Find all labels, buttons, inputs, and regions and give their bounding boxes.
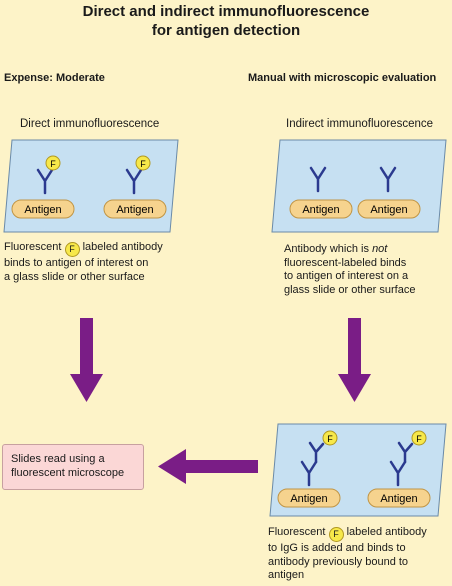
secondary-caption-l2: to IgG is added and binds to xyxy=(268,542,406,554)
indirect-caption: Antibody which is not fluorescent-labele… xyxy=(284,243,450,297)
secondary-primary-antibody-2 xyxy=(389,441,414,487)
antigen-label: Antigen xyxy=(290,493,327,505)
indirect-label: Indirect immunofluorescence xyxy=(286,118,434,130)
direct-antigen-2: Antigen xyxy=(103,199,167,219)
direct-antigen-1: Antigen xyxy=(11,199,75,219)
antigen-label: Antigen xyxy=(370,204,407,216)
secondary-antigen-1: Antigen xyxy=(277,488,341,508)
title-line-2: for antigen detection xyxy=(151,22,301,39)
direct-fluor-2: F xyxy=(135,155,151,171)
indirect-caption-l2: fluorescent-labeled binds xyxy=(284,256,407,269)
indirect-antibody-2 xyxy=(379,166,397,193)
fluor-label: F xyxy=(50,159,56,169)
fluor-label: F xyxy=(140,159,146,169)
fluor-badge-icon: F xyxy=(64,242,80,257)
secondary-fluor-1: F xyxy=(322,430,338,446)
arrow-down-left xyxy=(70,318,103,402)
indirect-antigen-1: Antigen xyxy=(289,199,353,219)
direct-fluor-1: F xyxy=(45,155,61,171)
indirect-caption-l1: Antibody which is xyxy=(284,243,369,255)
diagram-title: Direct and indirect immunofluorescence f… xyxy=(0,2,452,40)
arrow-down-right xyxy=(338,318,371,402)
direct-caption-l3: a glass slide or other surface xyxy=(4,270,145,283)
result-line-2: fluorescent microscope xyxy=(11,467,125,479)
direct-caption-l2: binds to antigen of interest on xyxy=(4,257,149,269)
arrow-left xyxy=(158,449,258,484)
evaluation-header: Manual with microscopic evaluation xyxy=(248,72,437,84)
fluor-label: F xyxy=(416,434,422,444)
result-line-1: Slides read using a xyxy=(11,453,105,465)
indirect-antibody-1 xyxy=(309,166,327,193)
indirect-caption-not: not xyxy=(372,243,388,255)
secondary-primary-antibody-1 xyxy=(300,441,325,487)
secondary-antigen-2: Antigen xyxy=(367,488,431,508)
direct-caption-post: labeled antibody xyxy=(82,241,163,253)
title-line-1: Direct and indirect immunofluorescence xyxy=(82,3,370,20)
secondary-caption: Fluorescent F labeled antibody to IgG is… xyxy=(268,526,450,583)
indirect-caption-l3: to antigen of interest on a xyxy=(284,270,409,282)
secondary-caption-l4: antigen xyxy=(268,569,305,581)
direct-antibody-1 xyxy=(36,168,54,195)
indirect-caption-l4: glass slide or other surface xyxy=(284,283,416,296)
expense-header: Expense: Moderate xyxy=(4,72,105,84)
secondary-caption-post: labeled antibody xyxy=(346,526,427,538)
direct-caption: Fluorescent F labeled antibody binds to … xyxy=(4,241,194,284)
direct-label: Direct immunofluorescence xyxy=(20,118,160,130)
fluor-badge-icon: F xyxy=(328,527,344,542)
secondary-caption-l3: antibody previously bound to xyxy=(268,555,409,568)
secondary-fluor-2: F xyxy=(411,430,427,446)
indirect-antigen-2: Antigen xyxy=(357,199,421,219)
direct-caption-pre: Fluorescent xyxy=(4,241,62,253)
result-box: Slides read using a fluorescent microsco… xyxy=(2,444,144,490)
antigen-label: Antigen xyxy=(380,493,417,505)
antigen-label: Antigen xyxy=(302,204,339,216)
fluor-label: F xyxy=(327,434,333,444)
antigen-label: Antigen xyxy=(24,204,61,216)
antigen-label: Antigen xyxy=(116,204,153,216)
direct-antibody-2 xyxy=(125,168,143,195)
secondary-caption-pre: Fluorescent xyxy=(268,526,326,538)
